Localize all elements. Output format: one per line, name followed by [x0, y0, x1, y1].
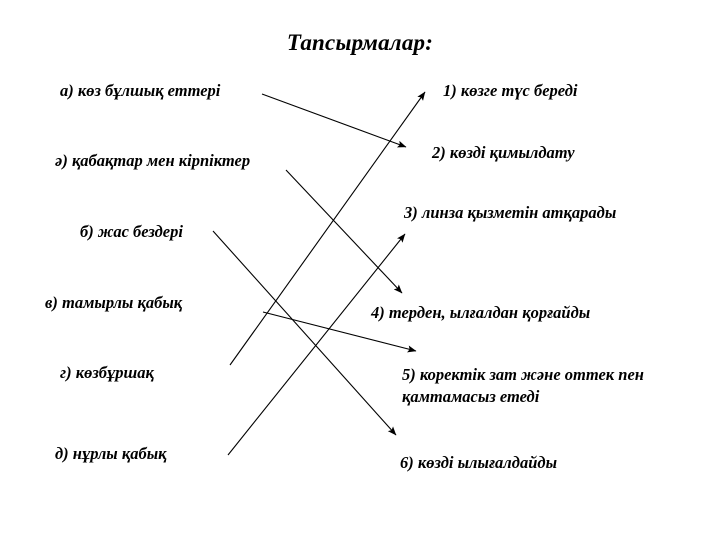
right-item-4[interactable]: 4) терден, ылғалдан қорғайды: [371, 303, 591, 322]
right-item-3[interactable]: 3) линза қызметін атқарады: [404, 203, 617, 222]
left-item-e[interactable]: ә) қабақтар мен кірпіктер: [55, 151, 251, 170]
right-item-1[interactable]: 1) көзге түс береді: [443, 81, 578, 100]
arrow-a-to-2: [261, 93, 407, 148]
arrow-e-to-4: [285, 169, 403, 294]
right-item-6[interactable]: 6) көзді ылығалдайды: [400, 453, 558, 472]
right-item-2[interactable]: 2) көзді қимылдату: [432, 143, 575, 162]
left-item-g[interactable]: г) көзбұршақ: [60, 363, 154, 382]
left-item-b[interactable]: б) жас бездері: [80, 222, 183, 241]
left-item-a[interactable]: а) көз бұлшық еттері: [60, 81, 221, 100]
left-item-d[interactable]: д) нұрлы қабық: [55, 444, 167, 463]
left-item-v[interactable]: в) тамырлы қабық: [45, 293, 183, 312]
page-title: Тапсырмалар:: [286, 30, 434, 55]
arrow-b-to-6: [212, 230, 397, 436]
arrow-d-to-3: [227, 233, 406, 456]
right-item-5[interactable]: 5) коректік зат және оттек пен қамтамасы…: [402, 365, 644, 407]
